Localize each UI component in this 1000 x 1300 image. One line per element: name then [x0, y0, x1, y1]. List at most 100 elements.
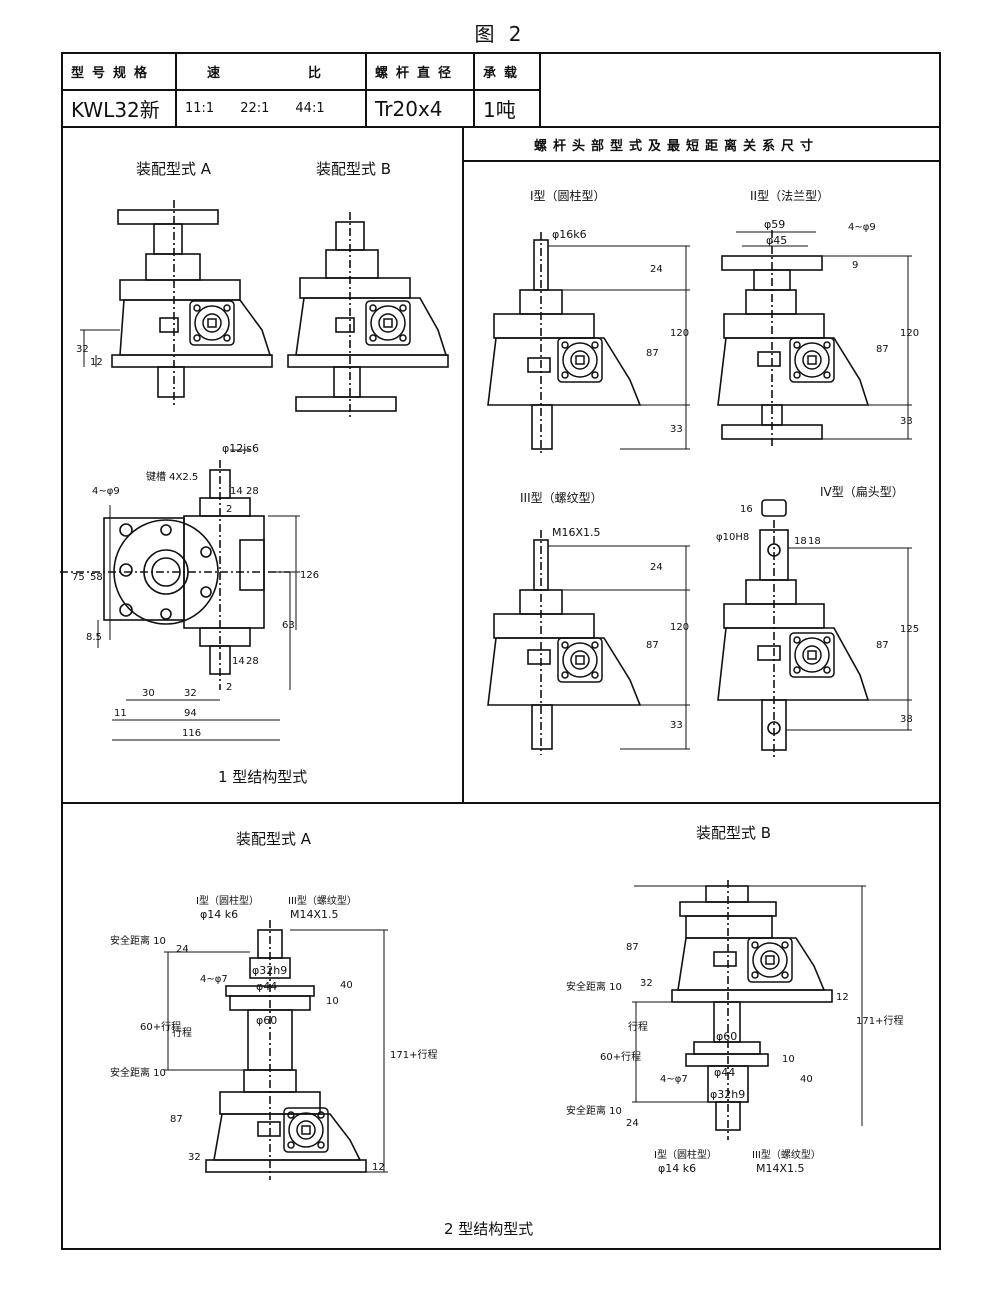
type3-title: III型（螺纹型）: [520, 491, 603, 505]
s2b-type3-thread: M14X1.5: [756, 1162, 805, 1175]
s2a-dim-171: 171+行程: [390, 1048, 437, 1061]
section2-caption: 2 型结构型式: [444, 1220, 533, 1238]
head-type-labels: I型（圆柱型） II型（法兰型） III型（螺纹型） IV型（扁头型） φ16k…: [520, 188, 919, 731]
type3-dim-33: 33: [670, 720, 683, 731]
dim-58: 58: [90, 572, 103, 583]
dim-32b: 32: [184, 688, 197, 699]
header-speed-char2: 比: [308, 66, 330, 81]
ratio-3: 44:1: [295, 101, 325, 116]
type4-dim-18a: 18: [794, 536, 807, 547]
type3-dim-87: 87: [646, 640, 659, 651]
s2a-dim-40: 40: [340, 980, 353, 991]
s2b-dim-44: φ44: [714, 1066, 735, 1079]
dim-shaft-dia: φ12js6: [222, 442, 259, 455]
type4-drawing: [717, 499, 912, 760]
divider-vertical: [462, 126, 464, 802]
s2b-type1-dia: φ14 k6: [658, 1162, 696, 1175]
dim-75: 75: [72, 572, 85, 583]
dim-11: 11: [114, 708, 127, 719]
dim-30: 30: [142, 688, 155, 699]
s2a-type1: I型（圆柱型）: [196, 894, 259, 907]
section1-labels: 装配型式 A 装配型式 B 32 12 φ12js6 键槽 4X2.5 4~φ9…: [72, 160, 391, 786]
s2a-dim-44: φ44: [256, 980, 277, 993]
s2b-type1: I型（圆柱型）: [654, 1148, 717, 1161]
s2a-safe2: 安全距离 10: [110, 1066, 166, 1079]
s2b-dim-60: φ60: [716, 1030, 737, 1043]
type2-dim-33: 33: [900, 416, 913, 427]
type2-dim-45: φ45: [766, 234, 787, 247]
assembly-b-drawing: [287, 212, 449, 418]
section2-drawings: [164, 880, 866, 1180]
type4-dim-38: 38: [900, 714, 913, 725]
s2b-dim-10: 10: [782, 1054, 795, 1065]
s2b-dim-87: 87: [626, 942, 639, 953]
type2-holes: 4~φ9: [848, 222, 876, 233]
s2a-stroke-lbl: 行程: [172, 1026, 192, 1039]
assembly-a-drawing: [80, 200, 273, 405]
dim-8-5: 8.5: [86, 632, 102, 643]
type1-drawing: [487, 232, 690, 455]
type4-dim-87: 87: [876, 640, 889, 651]
type2-dim-120: 120: [900, 328, 919, 339]
type3-dim-24: 24: [650, 562, 663, 573]
s2b-stroke-lbl: 行程: [628, 1020, 648, 1033]
s2a-dim-24: 24: [176, 944, 189, 955]
s2a-dim-32h9: φ32h9: [252, 964, 287, 977]
assembly-b-label: 装配型式 B: [316, 160, 391, 178]
s2a-dim-60: φ60: [256, 1014, 277, 1027]
dim-28a: 28: [246, 486, 259, 497]
dim-63: 63: [282, 620, 295, 631]
type1-dia: φ16k6: [552, 228, 587, 241]
dim-126: 126: [300, 570, 319, 581]
type3-thread: M16X1.5: [552, 526, 601, 539]
spec-header-row: 型号规格 速比 螺杆直径 承载: [61, 52, 942, 91]
s2a-holes: 4~φ7: [200, 974, 228, 985]
s2b-dim-24: 24: [626, 1118, 639, 1129]
value-model: KWL32新: [61, 89, 177, 128]
ratio-1: 11:1: [185, 101, 215, 116]
type1-title: I型（圆柱型）: [530, 188, 606, 203]
dim-12: 12: [90, 357, 103, 368]
type1-dim-24: 24: [650, 264, 663, 275]
type2-title: II型（法兰型）: [750, 189, 829, 203]
s2b-safe1: 安全距离 10: [566, 980, 622, 993]
header-speed-char1: 速: [207, 66, 229, 81]
type3-dim-120: 120: [670, 622, 689, 633]
s2a-type3: III型（螺纹型）: [288, 894, 357, 907]
dim-14b: 14: [232, 656, 245, 667]
s2b-dim-40: 40: [800, 1074, 813, 1085]
dim-2a: 2: [226, 504, 232, 515]
s2b-dim-32h9: φ32h9: [710, 1088, 745, 1101]
section2-assembly-b: 装配型式 B: [696, 824, 771, 842]
type4-dim-18b: 18: [808, 536, 821, 547]
type2-dim-87: 87: [876, 344, 889, 355]
s2b-dim-32: 32: [640, 978, 653, 989]
s2a-dim-12: 12: [372, 1162, 385, 1173]
assembly-a-label: 装配型式 A: [136, 160, 212, 178]
divider-section2: [61, 802, 941, 804]
s2a-type3-thread: M14X1.5: [290, 908, 339, 921]
dim-key: 键槽 4X2.5: [146, 470, 198, 483]
dim-28b: 28: [246, 656, 259, 667]
s2a-stroke: 60+行程: [140, 1020, 181, 1033]
section1-caption: 1 型结构型式: [218, 768, 307, 786]
header-spacer: [539, 53, 942, 90]
s2b-type3: III型（螺纹型）: [752, 1148, 821, 1161]
dim-94: 94: [184, 708, 197, 719]
dim-116: 116: [182, 728, 201, 739]
s2b-dim-12: 12: [836, 992, 849, 1003]
type4-dim-16: 16: [740, 504, 753, 515]
section2-a-drawing: [164, 920, 388, 1180]
section2-b-drawing: [632, 880, 866, 1140]
type1-dim-120: 120: [670, 328, 689, 339]
type1-dim-33: 33: [670, 424, 683, 435]
type1-dim-87: 87: [646, 348, 659, 359]
dim-holes: 4~φ9: [92, 486, 120, 497]
section2-assembly-a: 装配型式 A: [236, 830, 312, 848]
s2a-dim-32: 32: [188, 1152, 201, 1163]
s2b-stroke: 60+行程: [600, 1050, 641, 1063]
s2b-holes: 4~φ7: [660, 1074, 688, 1085]
